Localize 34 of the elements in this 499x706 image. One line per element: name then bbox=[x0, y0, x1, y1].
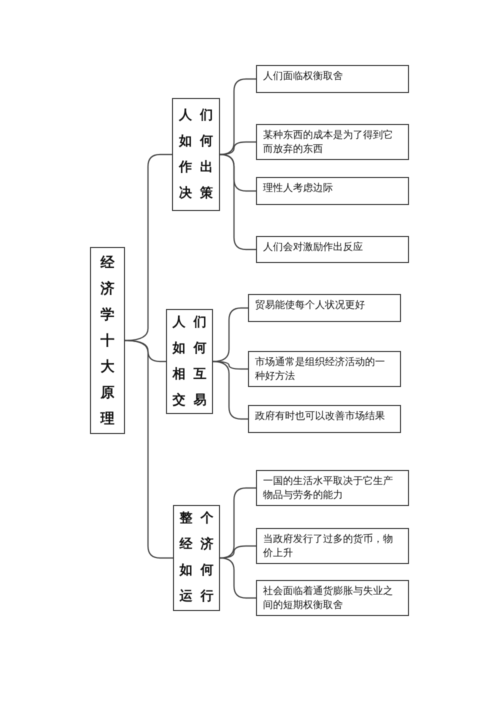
principle-box bbox=[256, 470, 409, 506]
topic-text: 人们面临权衡取舍 bbox=[263, 70, 344, 84]
topic-text: 理性人考虑边际 bbox=[263, 182, 334, 196]
principle-box bbox=[256, 528, 409, 564]
topic-text: 贸易能使每个人状况更好 bbox=[255, 299, 366, 313]
principle-box bbox=[256, 580, 409, 616]
topic-text: 经济学十大原理 bbox=[100, 254, 114, 428]
topic-text: 社会面临着通货膨胀与失业之间的短期权衡取舍 bbox=[263, 585, 394, 613]
branch-topic-box bbox=[166, 309, 213, 414]
root-topic-box bbox=[90, 247, 125, 434]
brace-connector bbox=[220, 154, 256, 250]
branch-topic-box bbox=[173, 505, 220, 611]
topic-text: 人们如何相互交易 bbox=[172, 314, 206, 410]
topic-text: 一国的生活水平取决于它生产物品与劳务的能力 bbox=[263, 475, 394, 503]
topic-text: 市场通常是组织经济活动的一种好方法 bbox=[255, 356, 386, 384]
topic-text: 人们会对激励作出反应 bbox=[263, 241, 364, 255]
principle-box bbox=[256, 65, 409, 93]
topic-text: 某种东西的成本是为了得到它而放弃的东西 bbox=[263, 129, 394, 157]
branch-topic-box bbox=[172, 98, 220, 211]
topic-text: 整个经济如何运行 bbox=[180, 510, 214, 606]
brace-connector bbox=[220, 557, 256, 599]
brace-connector bbox=[220, 78, 256, 156]
brace-connector bbox=[212, 360, 248, 420]
principle-box bbox=[256, 236, 409, 263]
brace-connector bbox=[124, 340, 173, 559]
principle-box bbox=[248, 405, 401, 433]
topic-text: 当政府发行了过多的货币，物价上升 bbox=[263, 533, 394, 561]
principle-box bbox=[248, 351, 401, 387]
topic-text: 政府有时也可以改善市场结果 bbox=[255, 410, 386, 424]
principle-box bbox=[248, 294, 401, 322]
principle-box bbox=[256, 124, 409, 160]
principle-box bbox=[256, 177, 409, 205]
brace-connector bbox=[220, 487, 256, 559]
topic-text: 人们如何作出决策 bbox=[179, 106, 213, 202]
